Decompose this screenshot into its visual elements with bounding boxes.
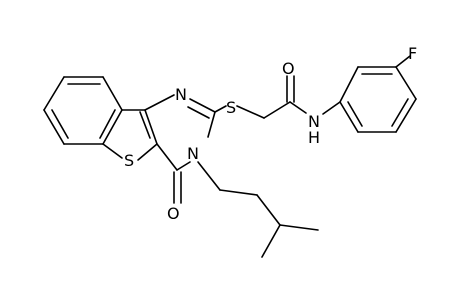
bond (144, 109, 158, 145)
bond (139, 111, 151, 139)
atom-label-n-top: N (175, 85, 187, 104)
bond (176, 161, 191, 171)
bond (137, 143, 158, 161)
bond (395, 66, 417, 100)
atom-label-s-thio: S (226, 98, 236, 117)
atom-label-s-ring: S (124, 151, 134, 170)
bond (261, 224, 281, 258)
bond (102, 143, 123, 159)
bond (289, 101, 307, 114)
atom-label-h-amide: H (308, 128, 320, 147)
bond (102, 109, 123, 145)
atom-label-nh-amide: N (308, 112, 320, 131)
bond (395, 55, 411, 68)
bond (51, 109, 69, 139)
bond (322, 101, 341, 115)
bond (197, 161, 221, 191)
atom-label-o-ring: O (167, 204, 180, 223)
bond (391, 98, 409, 127)
bond (144, 94, 175, 111)
bond (263, 101, 291, 119)
bond (219, 189, 258, 196)
bond (339, 66, 359, 103)
atom-label-n-ring: N (187, 144, 199, 163)
bond (43, 76, 65, 111)
bond (102, 76, 123, 111)
bond (43, 109, 65, 145)
bonds (43, 55, 417, 258)
atom-labels: S N N S O O N H F (124, 44, 417, 223)
bond (339, 101, 359, 133)
bond (395, 98, 417, 133)
atom-label-o-amide: O (282, 59, 295, 78)
bond (99, 109, 116, 139)
bond (187, 106, 210, 119)
bond (156, 143, 178, 171)
bond (214, 105, 227, 113)
bond (347, 101, 363, 127)
bond (279, 224, 319, 231)
bond (207, 111, 216, 138)
bond (236, 105, 265, 119)
bond (256, 194, 281, 226)
bond (189, 98, 216, 113)
atom-label-f: F (408, 44, 417, 63)
